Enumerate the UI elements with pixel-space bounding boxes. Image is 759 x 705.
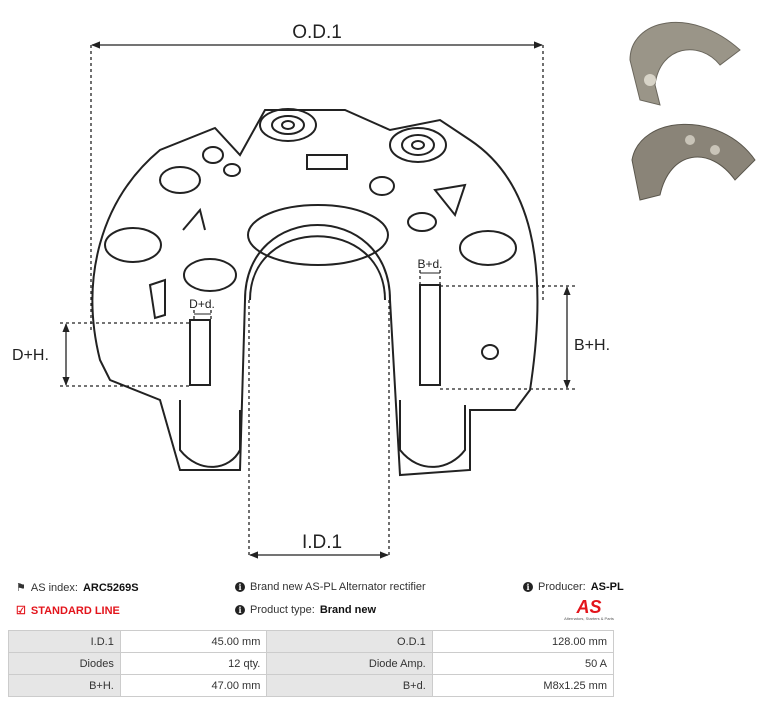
bh-label: B+H. <box>574 337 610 354</box>
as-index: ⚑AS index:ARC5269S <box>16 581 139 595</box>
standard-line-badge: ☑STANDARD LINE <box>16 604 120 618</box>
as-pl-logo: AS Alternators, Starters & Parts <box>564 597 614 621</box>
tags-icon: ⚑ <box>16 582 26 594</box>
rectifier-technical-drawing: O.D.1 I.D.1 D+H. B+H. D+d. B+d. <box>12 21 756 559</box>
info-icon: i <box>235 605 245 615</box>
dh-label: D+H. <box>12 347 49 364</box>
id-label: I.D.1 <box>302 532 342 553</box>
rectifier-outline <box>91 108 539 477</box>
bd-label: B+d. <box>417 257 442 271</box>
od-label: O.D.1 <box>292 22 342 43</box>
checkbox-icon: ☑ <box>16 605 26 617</box>
product-photo-bottom <box>631 123 756 201</box>
info-icon: i <box>523 582 533 592</box>
product-photo-top <box>629 21 741 106</box>
info-icon: i <box>235 582 245 592</box>
dd-label: D+d. <box>189 297 215 311</box>
